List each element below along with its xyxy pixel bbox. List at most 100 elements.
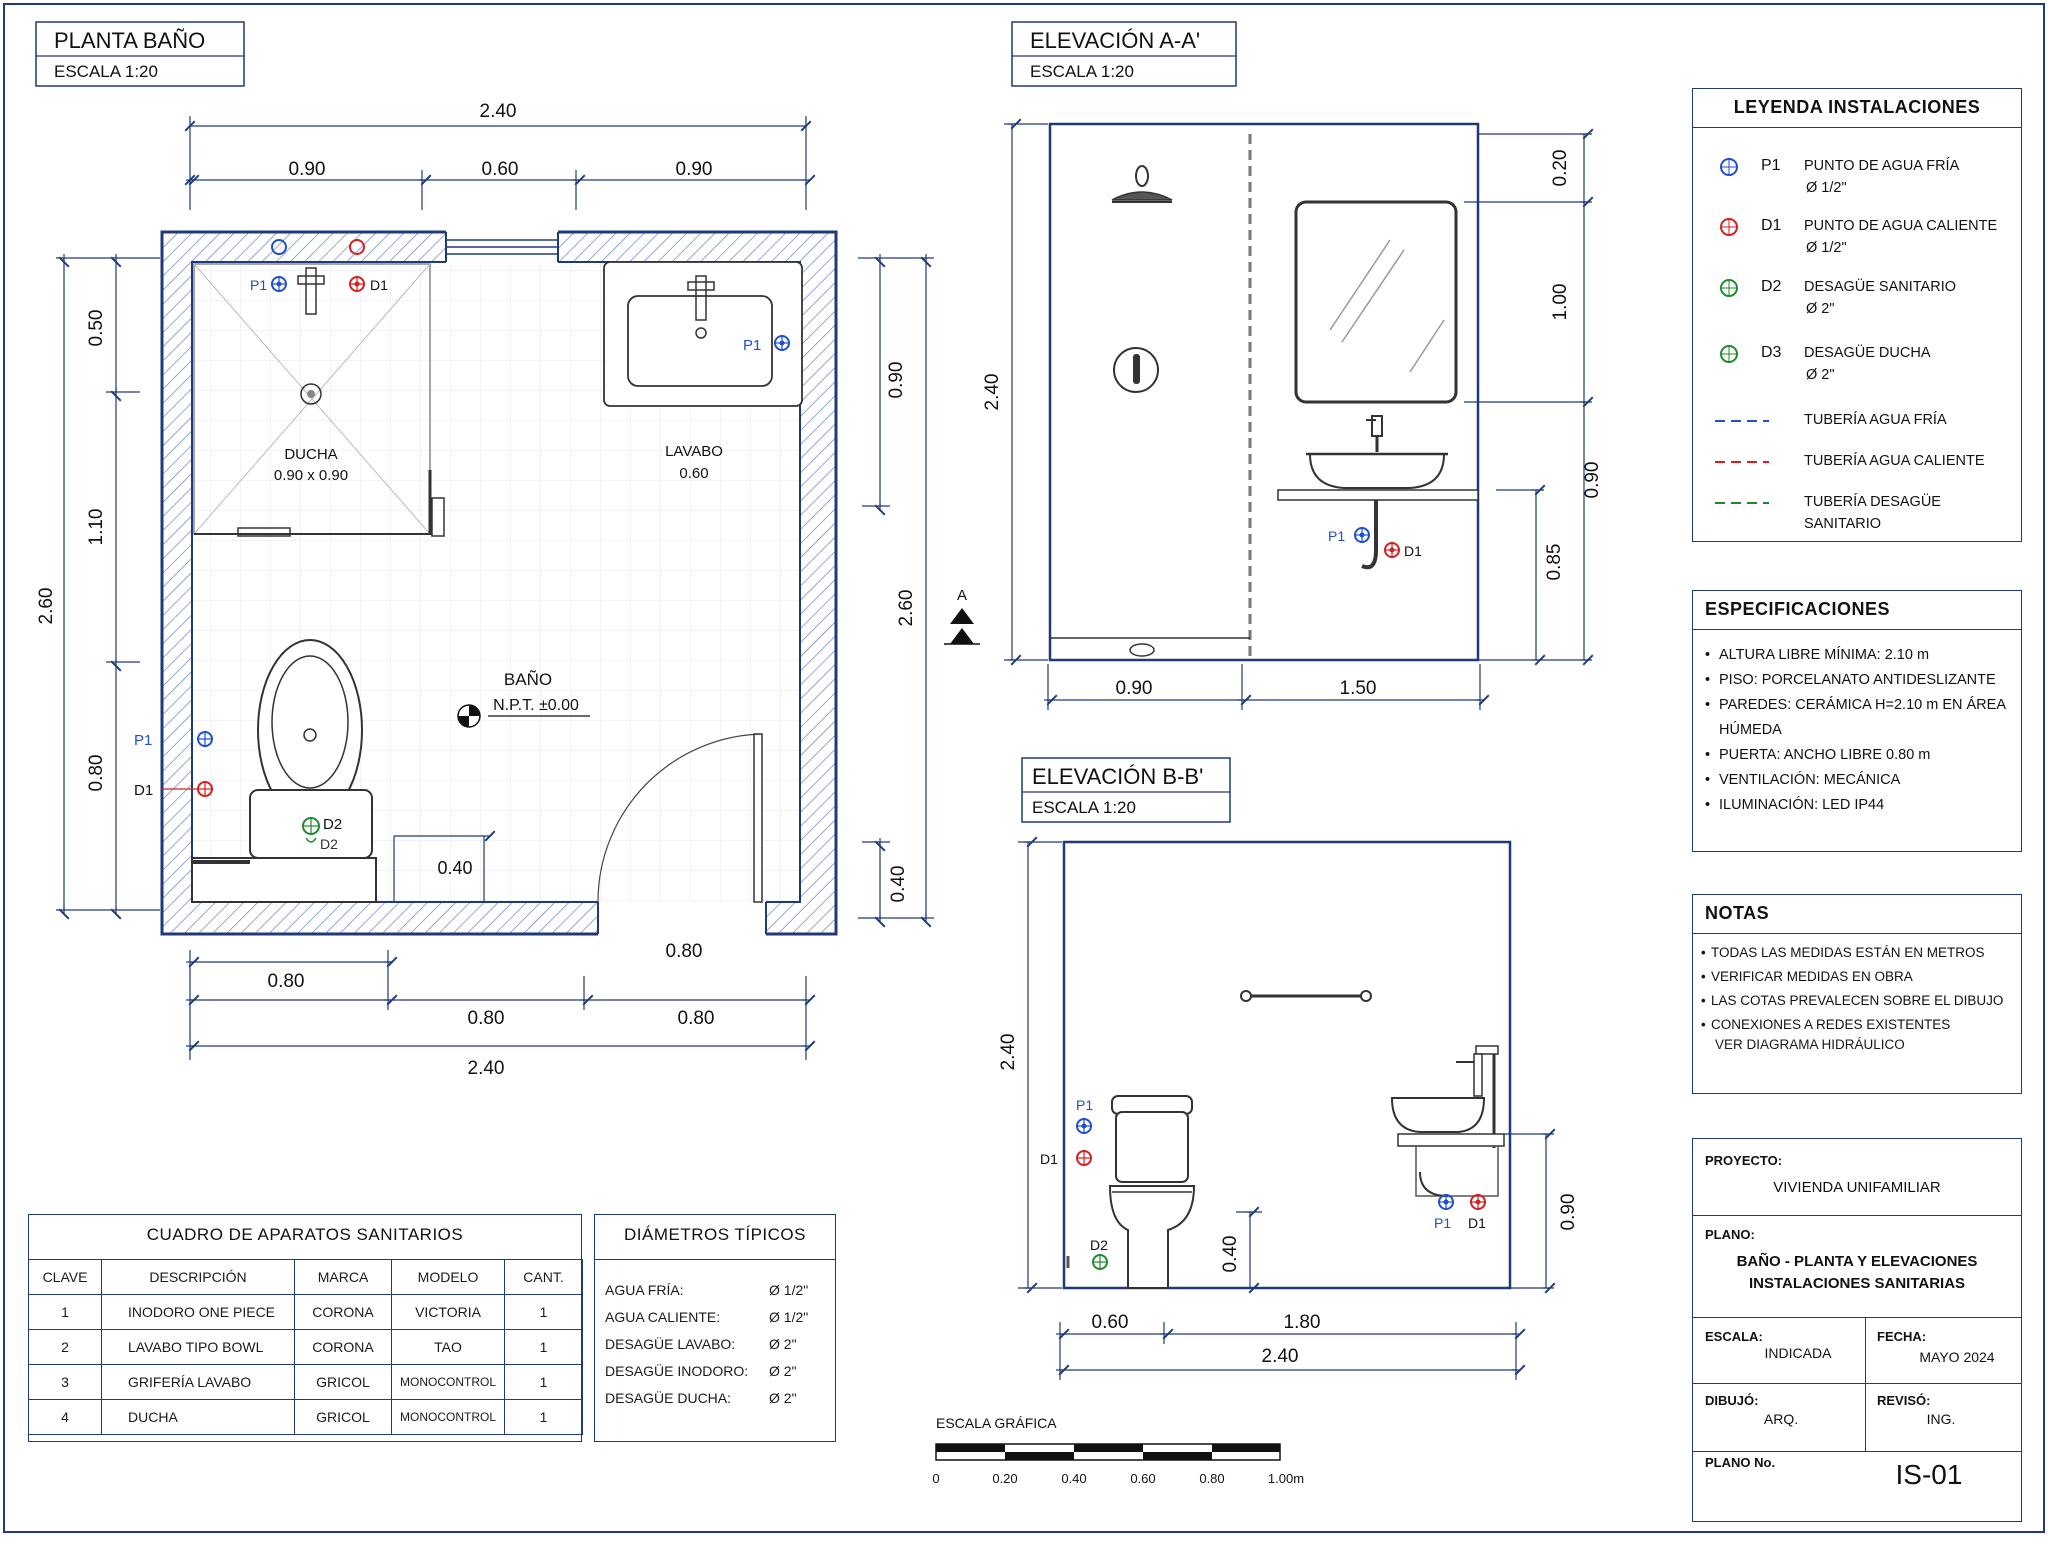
legend-text: DESAGÜE SANITARIO bbox=[1804, 279, 1957, 295]
tb-plan-label: PLANO: bbox=[1705, 1227, 1755, 1242]
elev-a-scale: ESCALA 1:20 bbox=[1030, 62, 1134, 81]
mirror-icon bbox=[1294, 200, 1458, 404]
legend-sub: Ø 2" bbox=[1806, 367, 1835, 383]
table-cell: CORONA bbox=[294, 1329, 392, 1365]
fixtures-title: CUADRO DE APARATOS SANITARIOS bbox=[146, 1225, 464, 1244]
elev-b-dim-lines bbox=[1018, 836, 1556, 1380]
plan-dim-bottom-a: 0.80 bbox=[268, 971, 305, 992]
tb-checked-label: REVISÓ: bbox=[1877, 1393, 1931, 1408]
sink-label: LAVABO bbox=[665, 443, 723, 460]
plan-p1-toilet: P1 bbox=[134, 732, 152, 749]
elev-b-title-box: ELEVACIÓN B-B' ESCALA 1:20 bbox=[1021, 757, 1231, 823]
table-cell: 3 bbox=[28, 1364, 102, 1400]
plan-dim-lines bbox=[56, 116, 934, 1060]
hot-water-point-icon bbox=[1720, 218, 1738, 236]
graphic-scale-tick-4: 0.80 bbox=[1199, 1471, 1224, 1486]
legend-line-text: TUBERÍA AGUA FRÍA bbox=[1804, 412, 1947, 428]
diameter-value: Ø 1/2" bbox=[769, 1309, 809, 1325]
plan-dim-inner: 0.40 bbox=[437, 858, 472, 878]
plan-dim-right-a: 0.90 bbox=[886, 362, 907, 399]
plan-dim-bottom-b: 0.80 bbox=[468, 1008, 505, 1029]
legend-code: D2 bbox=[1761, 278, 1782, 295]
d1-toilet-icon bbox=[162, 781, 213, 797]
table-cell: VICTORIA bbox=[391, 1294, 505, 1330]
sink-bowl-icon bbox=[1277, 415, 1479, 570]
shower-size: 0.90 x 0.90 bbox=[274, 467, 348, 484]
graphic-scale-tick-3: 0.60 bbox=[1130, 1471, 1155, 1486]
elev-a-dim-right-b: 1.00 bbox=[1550, 284, 1571, 321]
elev-b-d1-toilet-icon bbox=[1076, 1150, 1092, 1166]
p1-sink-icon bbox=[774, 335, 790, 351]
table-cell: 1 bbox=[504, 1399, 583, 1435]
spec-item: PUERTA: ANCHO LIBRE 0.80 m bbox=[1705, 743, 2013, 768]
diameters-panel: DIÁMETROS TÍPICOS AGUA FRÍA: AGUA CALIEN… bbox=[594, 1214, 836, 1442]
spec-item: PAREDES: CERÁMICA H=2.10 m EN ÁREA HÚMED… bbox=[1705, 693, 2013, 743]
level-symbol-icon bbox=[457, 704, 481, 728]
plan-dim-bottom-c: 0.80 bbox=[678, 1008, 715, 1029]
tb-date: MAYO 2024 bbox=[1919, 1349, 1995, 1365]
table-row: 2 LAVABO TIPO BOWL CORONA TAO 1 bbox=[28, 1329, 583, 1365]
diameter-label: DESAGÜE INODORO: bbox=[605, 1363, 749, 1379]
spec-item: VENTILACIÓN: MECÁNICA bbox=[1705, 768, 2013, 793]
plan-dim-right-total: 2.60 bbox=[896, 590, 917, 627]
elev-a-dim-bottom-b: 1.50 bbox=[1340, 678, 1377, 699]
table-cell: GRICOL bbox=[294, 1399, 392, 1435]
elev-b-dim-bottom-total: 2.40 bbox=[1262, 1346, 1299, 1367]
toilet-elevation-icon bbox=[1108, 1095, 1196, 1289]
elev-b-d1-sink: D1 bbox=[1468, 1215, 1486, 1231]
graphic-scale: ESCALA GRÁFICA 0 0.20 0.40 0.60 0.80 1.0… bbox=[932, 1415, 1304, 1486]
fixtures-table: CLAVE DESCRIPCIÓN MARCA MODELO CANT. 1 I… bbox=[28, 1259, 583, 1435]
table-row: 3 GRIFERÍA LAVABO GRICOL MONOCONTROL 1 bbox=[28, 1364, 583, 1400]
p1-shower-icon bbox=[271, 276, 287, 292]
legend-text: DESAGÜE DUCHA bbox=[1804, 345, 1931, 361]
door-plan bbox=[597, 733, 763, 903]
tb-plan-line2: INSTALACIONES SANITARIAS bbox=[1748, 1275, 1966, 1292]
table-cell: INODORO ONE PIECE bbox=[101, 1294, 295, 1330]
tb-sheet: IS-01 bbox=[1895, 1459, 1963, 1490]
specs-title: ESPECIFICACIONES bbox=[1705, 599, 1891, 619]
table-cell: 4 bbox=[28, 1399, 102, 1435]
elev-b-p1-sink-icon bbox=[1438, 1194, 1454, 1210]
title-block: PROYECTO: VIVIENDA UNIFAMILIAR PLANO: BA… bbox=[1692, 1138, 2022, 1522]
elev-b-d1-toilet: D1 bbox=[1040, 1151, 1058, 1167]
plan-dim-top-b: 0.60 bbox=[482, 159, 519, 180]
table-header: CLAVE bbox=[28, 1259, 102, 1295]
legend-title: LEYENDA INSTALACIONES bbox=[1733, 97, 1981, 117]
diameters-title: DIÁMETROS TÍPICOS bbox=[624, 1225, 806, 1244]
elev-a-d1: D1 bbox=[1404, 543, 1422, 559]
plan-dim-top-c: 0.90 bbox=[676, 159, 713, 180]
elev-a-dim-right-a: 0.20 bbox=[1550, 150, 1571, 187]
legend-text: PUNTO DE AGUA FRÍA bbox=[1804, 158, 1960, 174]
plan-dim-bottom-total: 2.40 bbox=[468, 1058, 505, 1079]
elev-b-scale: ESCALA 1:20 bbox=[1032, 798, 1136, 817]
elev-a-dim-lines bbox=[1004, 118, 1594, 710]
elev-b-height: 2.40 bbox=[998, 1034, 1019, 1071]
elev-b-dim-bottom-b: 1.80 bbox=[1284, 1312, 1321, 1333]
tb-drawn-label: DIBUJÓ: bbox=[1705, 1393, 1759, 1408]
elev-b-dim-bottom-a: 0.60 bbox=[1092, 1312, 1129, 1333]
tb-plan-line1: BAÑO - PLANTA Y ELEVACIONES bbox=[1736, 1253, 1978, 1270]
plan-d2-toilet-sub: D2 bbox=[320, 836, 338, 852]
notes-list: TODAS LAS MEDIDAS ESTÁN EN METROS VERIFI… bbox=[1701, 941, 2017, 1037]
spec-item: PISO: PORCELANATO ANTIDESLIZANTE bbox=[1705, 668, 2013, 693]
legend-sub: Ø 1/2" bbox=[1806, 240, 1847, 256]
note-item: TODAS LAS MEDIDAS ESTÁN EN METROS bbox=[1701, 941, 2017, 965]
shower-drain-icon bbox=[1720, 345, 1738, 363]
elev-a-dim-right-d: 0.85 bbox=[1544, 544, 1565, 581]
table-cell: 1 bbox=[504, 1294, 583, 1330]
toilet-plan bbox=[191, 639, 377, 903]
tb-scale: INDICADA bbox=[1764, 1345, 1832, 1361]
tb-sheet-label: PLANO No. bbox=[1705, 1455, 1776, 1470]
cold-pipe-line-icon bbox=[1715, 420, 1769, 422]
legend-line-cold: TUBERÍA AGUA FRÍA bbox=[1709, 405, 2013, 435]
plan-p1-shower: P1 bbox=[250, 277, 267, 293]
legend-line-hot: TUBERÍA AGUA CALIENTE bbox=[1709, 446, 2013, 476]
diameter-label: AGUA CALIENTE: bbox=[605, 1309, 721, 1325]
elev-b-p1-toilet: P1 bbox=[1076, 1097, 1093, 1113]
plan-title-box: PLANTA BAÑO ESCALA 1:20 bbox=[35, 21, 245, 87]
shower-plan bbox=[193, 263, 445, 537]
legend-sub: Ø 1/2" bbox=[1806, 180, 1847, 196]
